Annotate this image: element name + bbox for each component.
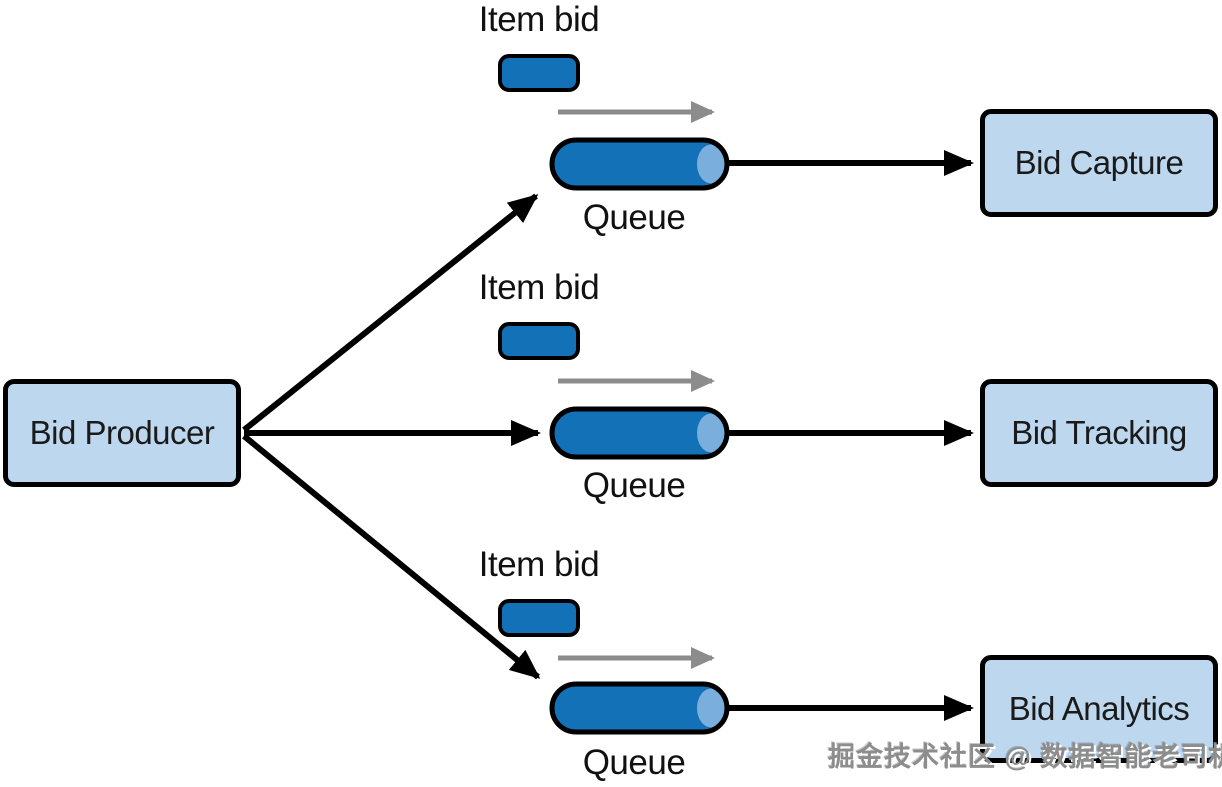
item-bid-label-1: Item bid [478,0,600,39]
watermark-text: 掘金技术社区 @ 数据智能老司机 [828,742,1222,772]
message-rect-icon-2 [498,322,580,360]
message-rect-icon-3 [498,599,580,637]
arrow-producer-to-queue-3 [242,433,541,680]
node-bid-tracking: Bid Tracking [980,379,1218,487]
node-bid-capture: Bid Capture [980,109,1218,217]
queue-label-3: Queue [582,743,686,782]
queue-cylinder-icon-2 [549,406,730,460]
queue-label-2: Queue [582,466,686,505]
item-bid-label-3: Item bid [478,545,600,584]
queue-cylinder-icon-3 [549,681,730,735]
item-bid-label-2: Item bid [478,268,600,307]
queue-label-1: Queue [582,198,686,237]
node-bid-producer: Bid Producer [3,379,241,487]
message-rect-icon-1 [498,54,580,92]
queue-cylinder-icon-1 [549,137,730,191]
arrow-producer-to-queue-1 [242,193,539,433]
node-bid-analytics: Bid Analytics [980,655,1218,763]
